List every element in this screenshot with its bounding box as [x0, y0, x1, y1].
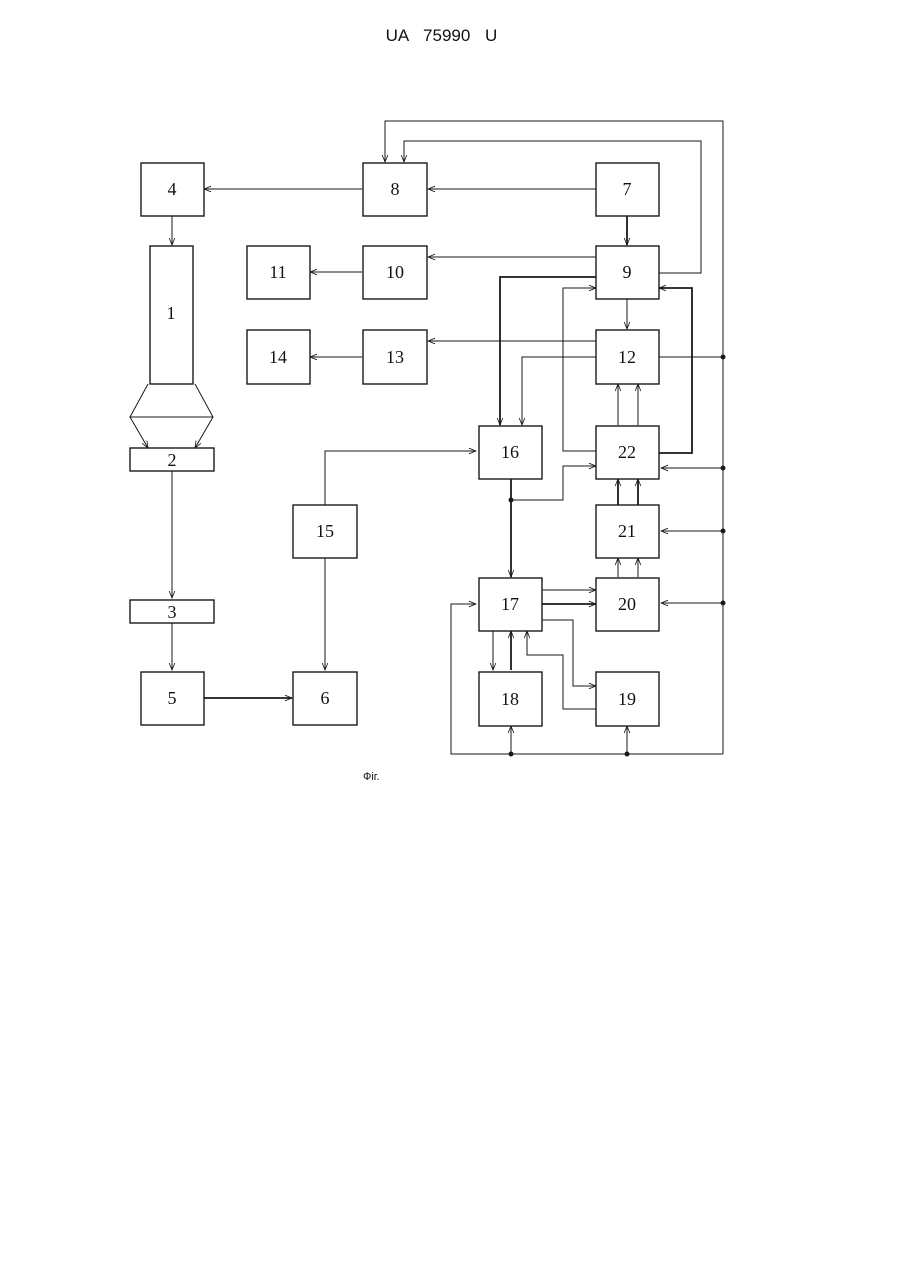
wire-12-to-16 — [522, 357, 596, 425]
block-16-label: 16 — [501, 442, 519, 462]
block-12: 12 — [596, 330, 659, 384]
junction-dot — [625, 752, 630, 757]
wire-lens-to-2-left — [130, 417, 148, 448]
block-6: 6 — [293, 672, 357, 725]
block-7-label: 7 — [623, 179, 632, 199]
block-7: 7 — [596, 163, 659, 216]
block-17-label: 17 — [501, 594, 519, 614]
block-20-label: 20 — [618, 594, 636, 614]
junction-dot — [509, 498, 514, 503]
block-21: 21 — [596, 505, 659, 558]
block-11-label: 11 — [269, 262, 286, 282]
block-5-label: 5 — [168, 688, 177, 708]
block-19-label: 19 — [618, 689, 636, 709]
block-18: 18 — [479, 672, 542, 726]
block-10: 10 — [363, 246, 427, 299]
block-10-label: 10 — [386, 262, 404, 282]
block-11: 11 — [247, 246, 310, 299]
block-4-label: 4 — [168, 179, 177, 199]
block-21-label: 21 — [618, 521, 636, 541]
block-6-label: 6 — [321, 688, 330, 708]
block-9-label: 9 — [623, 262, 632, 282]
block-19: 19 — [596, 672, 659, 726]
block-3-label: 3 — [168, 602, 177, 622]
block-1-label: 1 — [167, 303, 176, 323]
block-18-label: 18 — [501, 689, 519, 709]
block-14-label: 14 — [269, 347, 287, 367]
wire-15-to-16 — [325, 451, 476, 505]
wire-9-to-16 — [500, 277, 596, 425]
lens-lower — [130, 384, 213, 417]
junction-dot — [721, 355, 726, 360]
block-15: 15 — [293, 505, 357, 558]
block-12-label: 12 — [618, 347, 636, 367]
wire-22-to-9-left — [563, 288, 596, 451]
figure-caption: Фіг. — [363, 771, 380, 783]
block-4: 4 — [141, 163, 204, 216]
junction-dot — [721, 601, 726, 606]
block-2-label: 2 — [168, 450, 177, 470]
block-3: 3 — [130, 600, 214, 623]
block-8: 8 — [363, 163, 427, 216]
wire-22-to-9-right — [659, 288, 692, 453]
block-22: 22 — [596, 426, 659, 479]
block-20: 20 — [596, 578, 659, 631]
block-5: 5 — [141, 672, 204, 725]
block-8-label: 8 — [391, 179, 400, 199]
block-2: 2 — [130, 448, 214, 471]
block-9: 9 — [596, 246, 659, 299]
junction-dot — [509, 752, 514, 757]
block-22-label: 22 — [618, 442, 636, 462]
block-13-label: 13 — [386, 347, 404, 367]
block-14: 14 — [247, 330, 310, 384]
wire-17-to-19 — [542, 620, 596, 686]
junction-dot — [721, 529, 726, 534]
block-16: 16 — [479, 426, 542, 479]
wire-lens-to-2-right — [195, 417, 213, 448]
wire-bus-to-8 — [385, 121, 723, 754]
junction-dot — [721, 466, 726, 471]
block-13: 13 — [363, 330, 427, 384]
block-17: 17 — [479, 578, 542, 631]
block-15-label: 15 — [316, 521, 334, 541]
block-1: 1 — [150, 246, 193, 384]
